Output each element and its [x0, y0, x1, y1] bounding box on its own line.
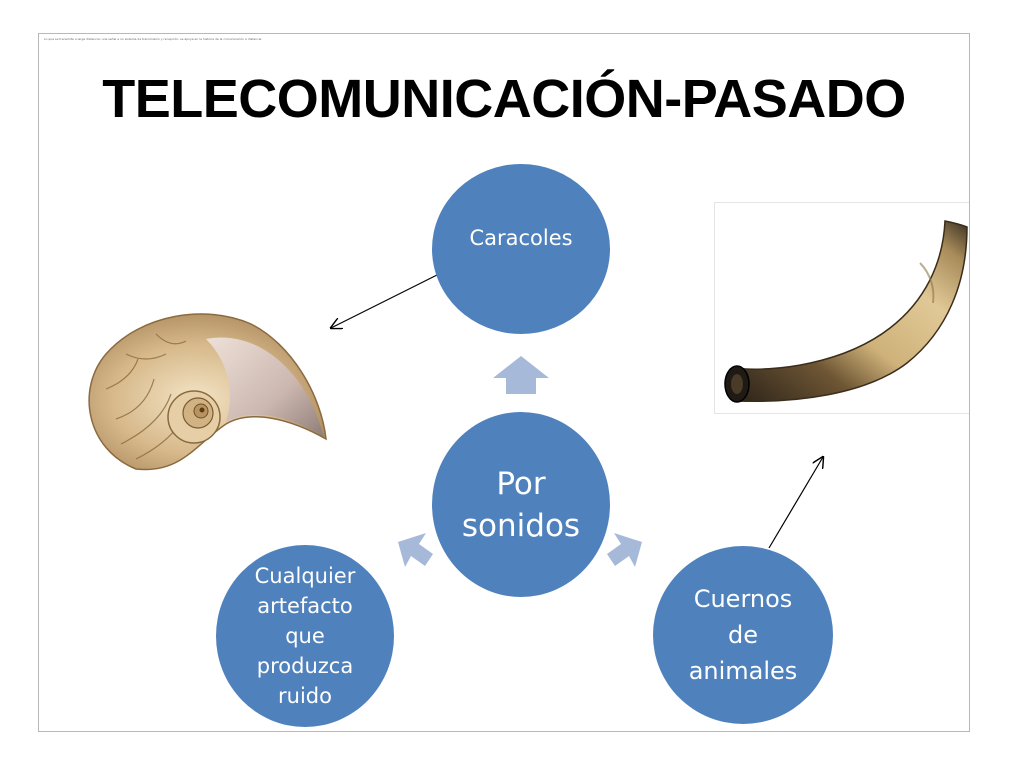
slide-note: Lo que se transmite a larga distancia: u… [44, 37, 262, 41]
pointer-to-horn [768, 457, 823, 549]
nautilus-shell-image [88, 313, 327, 471]
animal-horn-image [724, 220, 968, 403]
slide-title: TELECOMUNICACIÓN-PASADO [102, 69, 906, 129]
connector-right-arrow [607, 533, 642, 567]
connector-up-arrow [493, 356, 549, 394]
node-cualquier: Cualquier artefacto que produzca ruido [216, 545, 394, 727]
connector-left-arrow [398, 533, 433, 567]
diagram-overlay [39, 273, 969, 567]
slide: Lo que se transmite a larga distancia: u… [38, 33, 970, 732]
horn-photo-frame [714, 202, 969, 414]
node-cualquier-label: Cualquier artefacto que produzca ruido [254, 564, 356, 708]
pointer-to-shell [331, 273, 440, 328]
node-cuernos-label: Cuernos de animales [688, 585, 798, 685]
node-caracoles-label: Caracoles [469, 226, 573, 250]
node-center: Por sonidos [432, 412, 610, 597]
node-cuernos: Cuernos de animales [653, 546, 833, 724]
node-caracoles: Caracoles [432, 164, 610, 334]
node-center-label: Por sonidos [461, 465, 581, 544]
